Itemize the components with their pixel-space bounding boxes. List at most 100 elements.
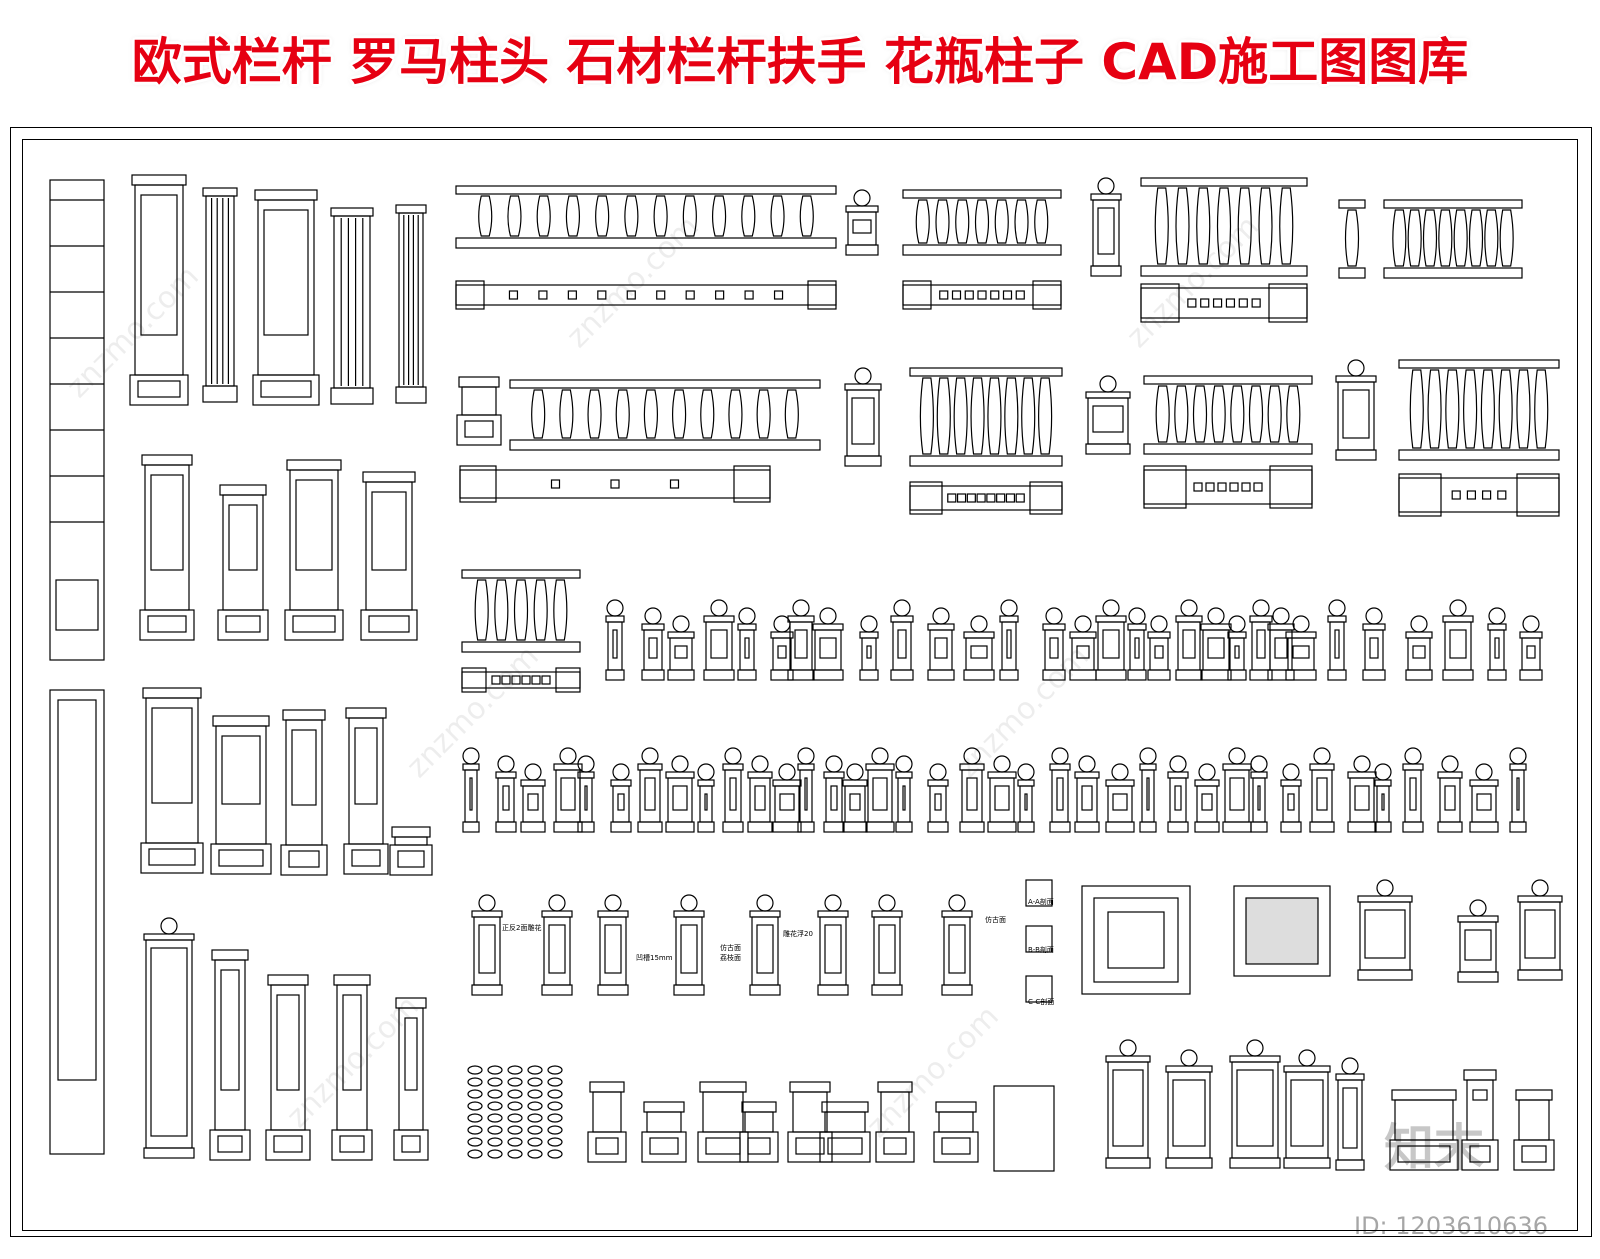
railing-1-plan-dot: [773, 290, 784, 300]
baluster-t4-30-panel: [1316, 777, 1328, 811]
baluster-t4-13-panel: [830, 785, 838, 811]
section-post-1-panel: [548, 924, 566, 974]
railing-1-baluster: [770, 195, 785, 237]
baluster-t3-4-body: [739, 629, 755, 671]
railing-9-plinth: [461, 641, 581, 653]
section-post-2-panel: [604, 924, 622, 974]
railing-3-plan-dot: [1200, 298, 1210, 308]
baluster-t4-20-cap: [1017, 779, 1035, 787]
baluster-t4-36-ball: [1509, 747, 1527, 765]
ball-post-e-cap: [1335, 1073, 1365, 1081]
section-post-6-panel: [878, 924, 896, 974]
baluster-t3-3-panel: [710, 629, 728, 659]
baluster-t3-7-cap: [812, 623, 844, 631]
stone-sample: [507, 1113, 523, 1123]
pedestal-t6-7-base: [933, 1131, 979, 1163]
railing-6-plan-dot: [976, 493, 986, 503]
pedestal-b-base: [1457, 971, 1499, 983]
railing-6-baluster: [970, 377, 985, 455]
baluster-t3-23-ball: [1292, 615, 1310, 633]
pilaster-l-cap: [211, 949, 249, 961]
railing-6-plan-dot: [996, 493, 1006, 503]
railing-1-plan-dot: [715, 290, 725, 300]
railing-6-handrail: [909, 367, 1063, 377]
baluster-t4-2-ball: [524, 763, 542, 781]
baluster-t3-5-body: [772, 637, 792, 671]
baluster-t3-4-panel: [744, 637, 750, 659]
post-f-panel: [1342, 389, 1370, 439]
pilaster-c-shaft: [144, 464, 190, 611]
stone-sample: [547, 1137, 563, 1147]
pilaster-m-cap: [267, 974, 309, 986]
pilaster-k-base: [389, 844, 433, 876]
pilaster-h-shaft: [215, 725, 267, 845]
section-post-3-body: [675, 916, 703, 986]
baluster-t3-28-panel: [1494, 637, 1500, 659]
railing-2-baluster: [1014, 199, 1029, 244]
baluster-t3-19-body: [1202, 629, 1230, 671]
railing-2-plan-strip: [902, 284, 1062, 306]
section-post-6-base: [871, 984, 903, 996]
post-f-ball: [1347, 359, 1365, 377]
baluster-t4-3-panel: [560, 777, 576, 811]
pilaster-j-base: [343, 843, 389, 875]
pilaster-t6-cap: [1463, 1069, 1497, 1081]
railing-2-plan-dot: [977, 290, 987, 300]
railing-1-plan-strip: [455, 284, 837, 306]
finial-post-a-cap: [1105, 1055, 1151, 1063]
baluster-t3-1-panel: [648, 637, 658, 659]
railing-3-baluster: [1154, 187, 1169, 265]
baluster-t4-29-body: [1282, 785, 1300, 823]
column-b-shaft: [333, 215, 371, 389]
section-post-6-body: [873, 916, 901, 986]
post-c-cap: [1090, 193, 1122, 201]
baluster-t4-7-body: [667, 777, 693, 823]
baluster-t4-3-ball: [559, 747, 577, 765]
railing-2-baluster: [915, 199, 930, 244]
pedestal-t6-6-shaft: [880, 1091, 910, 1133]
baluster-t3-13-panel: [1049, 637, 1059, 659]
baluster-t4-6-ball: [641, 747, 659, 765]
plan-square-2-inner: [1245, 897, 1319, 965]
baluster-t3-16-panel: [1134, 637, 1140, 659]
section-post-1-ball: [548, 894, 566, 912]
baluster-t4-33-cap: [1402, 763, 1424, 771]
section-post-3-cap: [673, 910, 705, 918]
baluster-t4-23-ball: [1111, 763, 1129, 781]
baluster-t4-0-base: [462, 821, 480, 833]
railing-4-baluster: [1438, 209, 1453, 267]
pilaster-g-shaft: [145, 697, 199, 844]
pilaster-j-panel: [354, 727, 378, 805]
railing-2-baluster: [1034, 199, 1049, 244]
baluster-t4-18-ball: [963, 747, 981, 765]
baluster-t4-8-base: [697, 821, 715, 833]
pedestal-t6-5-base-panel: [827, 1137, 863, 1155]
column-a-base: [202, 385, 238, 403]
baluster-t3-1-cap: [641, 623, 665, 631]
baluster-t3-20-panel: [1234, 645, 1240, 659]
baluster-t4-27-ball: [1228, 747, 1246, 765]
tall-pier-left-2: [49, 689, 105, 1155]
pilaster-l-base-panel: [217, 1135, 243, 1153]
section-post-4-body: [751, 916, 779, 986]
vase-post-d-panel: [1290, 1079, 1324, 1147]
railing-2-plan-dot: [1015, 290, 1025, 300]
railing-7-plan-dot: [1217, 482, 1227, 492]
railing-1-baluster: [478, 195, 493, 237]
railing-3-baluster: [1258, 187, 1273, 265]
post-b-panel: [852, 219, 872, 234]
railing-9-plan-dot: [541, 675, 551, 685]
baluster-t3-15-body: [1097, 621, 1125, 671]
section-post-3-ball: [680, 894, 698, 912]
baluster-t3-25-cap: [1362, 623, 1386, 631]
lamp-post-panel: [1524, 909, 1556, 959]
baluster-t3-2-ball: [672, 615, 690, 633]
baluster-t3-20-cap: [1227, 631, 1247, 639]
railing-3-plan-dot: [1251, 298, 1261, 308]
railing-7-plan-end-right: [1269, 465, 1313, 509]
railing-8-plan-dot: [1481, 490, 1492, 500]
stone-sample: [527, 1101, 543, 1111]
baluster-t4-20-ball: [1017, 763, 1035, 781]
baluster-t3-24-body: [1329, 621, 1345, 671]
railing-5-plan-strip: [459, 469, 771, 499]
